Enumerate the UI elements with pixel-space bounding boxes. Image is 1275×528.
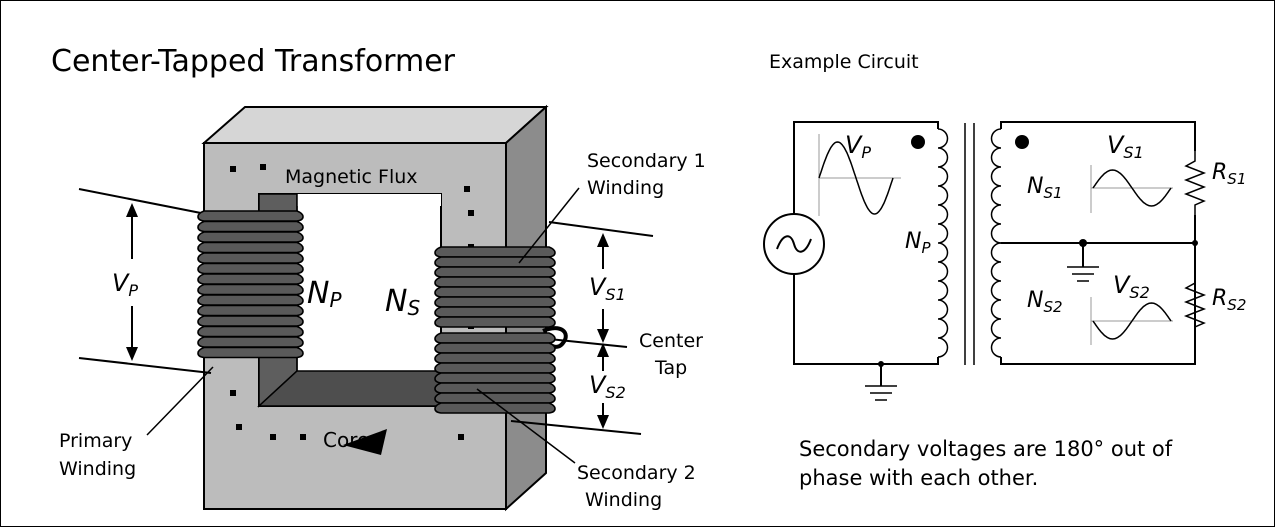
circuit-np-label: NP (905, 229, 931, 257)
core-top-face (201, 106, 549, 144)
secondary-1-winding (434, 246, 556, 328)
secondary-1-label-2: Winding (587, 177, 664, 199)
flux-arrow-icon (343, 429, 387, 455)
flux-dot (230, 166, 236, 172)
np-label: NP (307, 276, 342, 312)
circuit-rs1-label: RS1 (1212, 160, 1246, 188)
winding-turn (197, 220, 304, 233)
circuit-wires (793, 121, 1198, 401)
winding-turn (197, 346, 304, 359)
vs1-waveform (1090, 165, 1173, 213)
winding-turn (434, 256, 556, 268)
winding-turn (197, 336, 304, 348)
rs2-resistor-icon (1183, 273, 1207, 337)
vs1-label: VS1 (589, 273, 626, 304)
winding-turn (434, 276, 556, 288)
winding-turn (197, 210, 304, 222)
secondary-1-label-1: Secondary 1 (587, 150, 706, 172)
flux-dot (270, 434, 276, 440)
flux-dot (236, 424, 242, 430)
winding-turn (434, 402, 556, 414)
circuit-vp-label: VP (845, 131, 871, 162)
vp-waveform (818, 134, 901, 216)
inductor-coil (990, 128, 1002, 244)
winding-turn (434, 286, 556, 298)
center-tap-label-1: Center (639, 330, 703, 352)
primary-winding-callout-line (146, 366, 214, 436)
flux-dot (468, 210, 474, 216)
secondary-2-inductor (990, 242, 1002, 358)
secondary-2-callout-line (476, 388, 576, 464)
vs2-label: VS2 (589, 371, 626, 402)
vs1-arrow (597, 233, 609, 343)
winding-turn (434, 296, 556, 308)
winding-turn (434, 392, 556, 404)
circuit-vs1-label: VS1 (1107, 131, 1144, 162)
winding-turn (434, 382, 556, 394)
winding-turn (434, 332, 556, 344)
secondary-1-callout-line (518, 187, 580, 264)
inductor-coil (990, 242, 1002, 358)
secondary-2-label-1: Secondary 2 (577, 462, 696, 484)
secondary-lead-top (548, 221, 654, 237)
flux-dot (464, 186, 470, 192)
inductor-coil (937, 128, 949, 358)
winding-turn (434, 246, 556, 258)
secondary-2-label-2: Winding (585, 489, 662, 511)
winding-turn (197, 273, 304, 285)
flux-dot (260, 164, 266, 170)
caption-line-1: Secondary voltages are 180° out of (799, 437, 1173, 461)
caption-line-2: phase with each other. (799, 466, 1038, 490)
circuit-title: Example Circuit (769, 51, 919, 73)
winding-turn (434, 362, 556, 374)
winding-turn (197, 283, 304, 296)
winding-turn (434, 266, 556, 278)
winding-turn (434, 316, 556, 328)
winding-turn (197, 231, 304, 243)
flux-dot (230, 390, 236, 396)
winding-turn (434, 352, 556, 364)
core-window-opening (297, 194, 441, 206)
winding-turn (197, 241, 304, 254)
vp-arrow (126, 203, 138, 361)
secondary-1-inductor (990, 128, 1002, 244)
winding-turn (197, 304, 304, 317)
rs1-resistor-icon (1183, 151, 1207, 215)
center-tap-label-2: Tap (654, 357, 687, 379)
flux-dot (300, 434, 306, 440)
primary-lead-bottom (78, 357, 212, 374)
circuit-vs2-label: VS2 (1113, 271, 1150, 302)
primary-winding-label-1: Primary (59, 430, 132, 452)
winding-turn (197, 294, 304, 306)
secondary-lead-bottom (510, 420, 642, 435)
secondary-2-winding (434, 332, 556, 414)
winding-turn (434, 342, 556, 354)
primary-winding-label-2: Winding (59, 458, 136, 480)
primary-inductor (937, 128, 949, 358)
primary-lead-top (78, 188, 212, 216)
vs2-waveform (1090, 297, 1173, 345)
center-tap-lead (548, 338, 628, 348)
figure-title: Center-Tapped Transformer (51, 44, 456, 79)
winding-turn (197, 315, 304, 327)
circuit-rs2-label: RS2 (1212, 286, 1246, 314)
vp-label: VP (112, 269, 138, 300)
winding-turn (197, 252, 304, 264)
magnetic-flux-label: Magnetic Flux (285, 166, 418, 188)
winding-turn (434, 306, 556, 318)
ac-source-icon (763, 213, 825, 275)
winding-turn (434, 372, 556, 384)
circuit-ns1-label: NS1 (1027, 174, 1063, 202)
ns-label: NS (385, 284, 420, 320)
circuit-ns2-label: NS2 (1027, 288, 1063, 316)
flux-dot (458, 434, 464, 440)
winding-turn (197, 325, 304, 338)
primary-winding (197, 210, 304, 359)
vs2-arrow (597, 343, 609, 429)
winding-turn (197, 262, 304, 275)
